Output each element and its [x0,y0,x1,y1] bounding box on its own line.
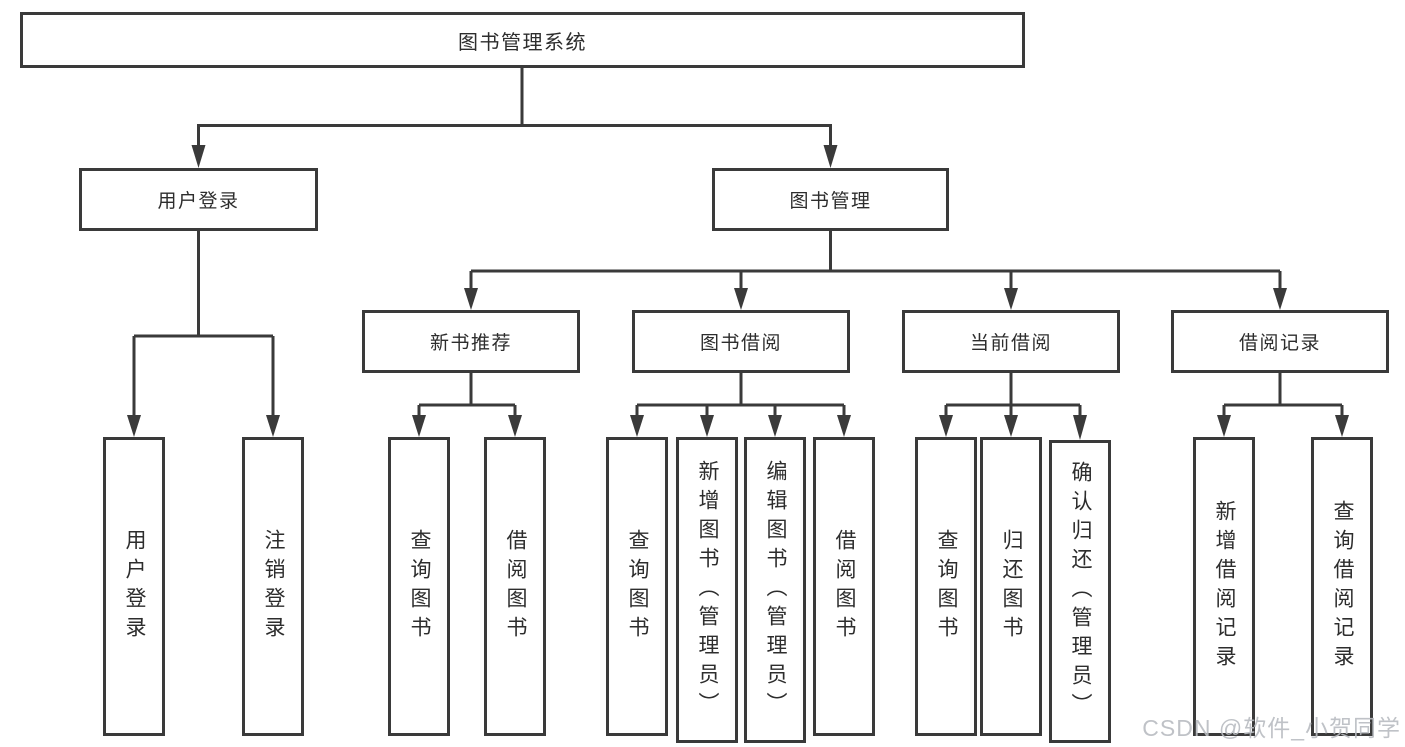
node-library-system: 图书管理系统 [20,12,1025,68]
leaf-add-borrow-record-label: 新增借阅记录 [1213,499,1236,674]
leaf-query-books-borrow-label: 查询图书 [626,528,649,645]
node-book-management: 图书管理 [712,168,949,231]
leaf-user-login: 用户登录 [103,437,165,736]
node-user-login-branch: 用户登录 [79,168,318,231]
node-current-borrow-label: 当前借阅 [969,333,1052,354]
leaf-query-borrow-record-label: 查询借阅记录 [1331,499,1354,674]
csdn-watermark: CSDN @软件_小贺同学 [1142,715,1401,741]
connector-borrow-records-to-leaves [1217,373,1349,437]
leaf-confirm-return-admin-label: 确认归还（管理员） [1069,461,1092,722]
leaf-return-books: 归还图书 [980,437,1042,736]
node-book-borrow: 图书借阅 [632,310,850,373]
node-library-system-label: 图书管理系统 [458,31,587,54]
connector-root-to-level2 [191,68,838,168]
leaf-confirm-return-admin: 确认归还（管理员） [1049,440,1111,743]
leaf-logout: 注销登录 [242,437,304,736]
leaf-borrow-books: 借阅图书 [813,437,875,736]
leaf-query-books-recommend: 查询图书 [388,437,450,736]
leaf-borrow-books-label: 借阅图书 [833,528,856,645]
leaf-edit-books-admin-label: 编辑图书（管理员） [764,459,787,721]
leaf-user-login-label: 用户登录 [123,528,146,645]
leaf-query-books-current-label: 查询图书 [935,528,958,645]
leaf-borrow-books-recommend-label: 借阅图书 [504,528,527,645]
node-new-book-recommend-label: 新书推荐 [429,333,512,354]
node-book-management-label: 图书管理 [789,191,872,212]
leaf-add-books-admin-label: 新增图书（管理员） [696,459,719,721]
leaf-query-books-recommend-label: 查询图书 [408,528,431,645]
connector-user-login-to-leaves [127,231,280,437]
leaf-edit-books-admin: 编辑图书（管理员） [744,437,806,743]
node-borrow-records-label: 借阅记录 [1238,333,1321,354]
leaf-add-books-admin: 新增图书（管理员） [676,437,738,743]
connector-current-borrow-to-leaves [939,373,1087,440]
leaf-query-books-borrow: 查询图书 [606,437,668,736]
node-borrow-records: 借阅记录 [1171,310,1389,373]
connector-new-book-recommend-to-leaves [412,373,522,437]
leaf-add-borrow-record: 新增借阅记录 [1193,437,1255,736]
connector-book-management-to-level3 [464,231,1287,310]
leaf-logout-label: 注销登录 [262,528,285,645]
leaf-query-books-current: 查询图书 [915,437,977,736]
node-current-borrow: 当前借阅 [902,310,1120,373]
leaf-query-borrow-record: 查询借阅记录 [1311,437,1373,736]
node-new-book-recommend: 新书推荐 [362,310,580,373]
node-book-borrow-label: 图书借阅 [699,333,782,354]
leaf-return-books-label: 归还图书 [1000,528,1023,645]
leaf-borrow-books-recommend: 借阅图书 [484,437,546,736]
node-user-login-branch-label: 用户登录 [157,191,240,212]
connector-book-borrow-to-leaves [630,373,851,437]
